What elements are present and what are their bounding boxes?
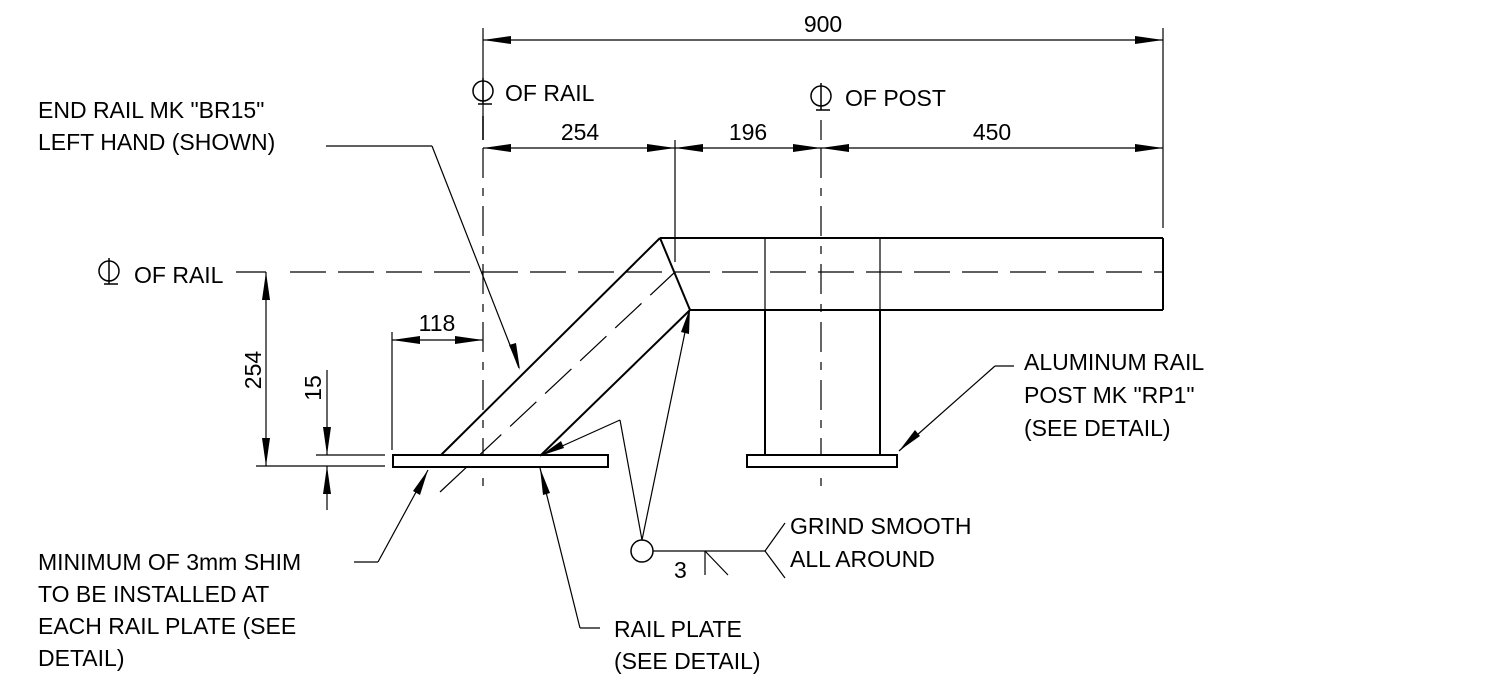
- rail-plate-left: [392, 454, 609, 468]
- dimension-mid-offset-label: 196: [729, 119, 767, 145]
- horizontal-rail: [660, 237, 1164, 311]
- dimension-post-offset-label: 450: [973, 119, 1011, 145]
- dimension-overall-label: 900: [804, 11, 842, 37]
- cl-post-label: OF POST: [845, 85, 946, 111]
- shim-line3: EACH RAIL PLATE (SEE: [38, 613, 296, 639]
- dimension-plate-thickness: 15: [300, 370, 385, 510]
- note-end-rail: END RAIL MK "BR15" LEFT HAND (SHOWN): [38, 97, 520, 370]
- dimension-row-second: 254 196 450: [483, 119, 1163, 262]
- dimension-left-offset: 118: [391, 310, 483, 450]
- note-rail-plate: RAIL PLATE (SEE DETAIL): [539, 467, 761, 674]
- dimension-rail-height-label: 254: [240, 351, 266, 390]
- centerline-post: OF POST: [810, 83, 946, 111]
- dimension-left-offset-label: 118: [419, 310, 456, 336]
- cl-rail-left-label: OF RAIL: [134, 262, 224, 288]
- shim-line1: MINIMUM OF 3mm SHIM: [38, 549, 301, 575]
- dimension-rail-height: 254: [240, 272, 385, 467]
- grind-line1: GRIND SMOOTH: [790, 513, 971, 539]
- alum-post-line1: ALUMINUM RAIL: [1024, 349, 1204, 375]
- alum-post-line3: (SEE DETAIL): [1024, 415, 1171, 441]
- rail-plate-line1: RAIL PLATE: [614, 616, 742, 642]
- dimension-plate-thickness-label: 15: [300, 375, 326, 401]
- shim-line2: TO BE INSTALLED AT: [38, 581, 269, 607]
- weld-size-label: 3: [674, 557, 687, 583]
- rail-plate-line2: (SEE DETAIL): [614, 648, 761, 674]
- note-aluminum-post: ALUMINUM RAIL POST MK "RP1" (SEE DETAIL): [898, 349, 1204, 452]
- centerline-rail-top: OF RAIL: [472, 78, 595, 140]
- note-shim: MINIMUM OF 3mm SHIM TO BE INSTALLED AT E…: [38, 469, 429, 671]
- cl-rail-top-label: OF RAIL: [505, 80, 595, 106]
- dimension-overall: 900: [482, 11, 1164, 228]
- note-grind-weld: 3 GRIND SMOOTH ALL AROUND: [539, 307, 971, 583]
- centerline-rail-left: OF RAIL: [98, 258, 266, 288]
- alum-post-line2: POST MK "RP1": [1024, 382, 1195, 408]
- end-rail-line1: END RAIL MK "BR15": [38, 97, 264, 123]
- dimension-rail-offset-label: 254: [561, 119, 600, 145]
- rail-plate-post: [746, 454, 898, 468]
- end-rail-line2: LEFT HAND (SHOWN): [38, 129, 275, 155]
- rail-post: [764, 310, 881, 455]
- angled-end-rail: [439, 237, 691, 457]
- shim-line4: DETAIL): [38, 645, 124, 671]
- grind-line2: ALL AROUND: [790, 546, 935, 572]
